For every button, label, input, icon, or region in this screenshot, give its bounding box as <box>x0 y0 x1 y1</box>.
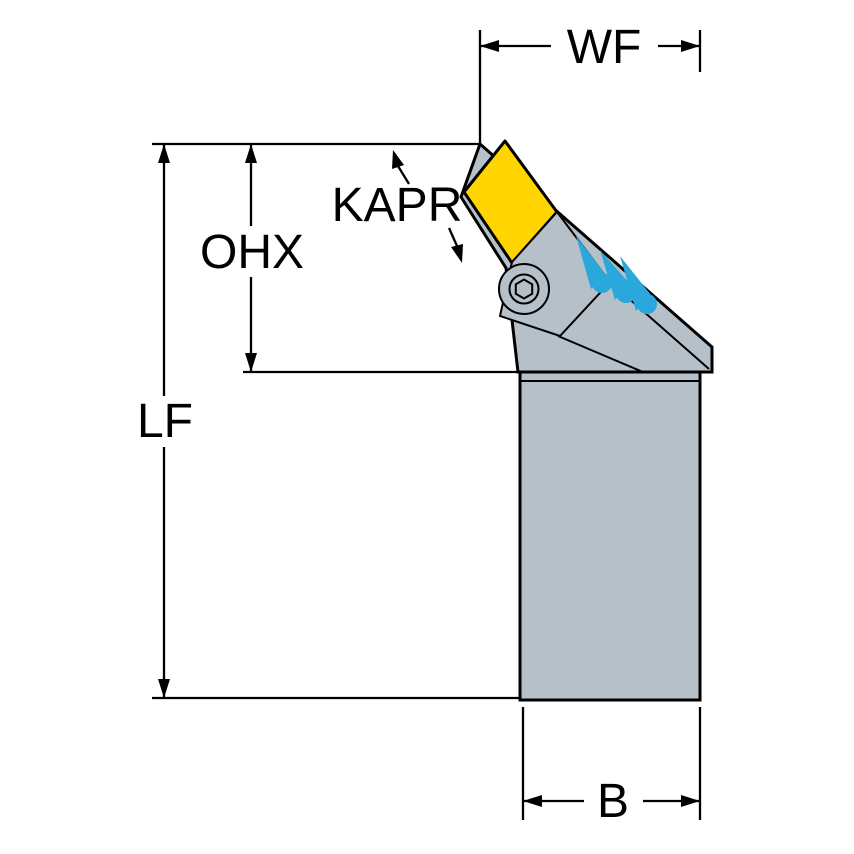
pocket-line <box>557 335 644 373</box>
wf-dimension: WF <box>478 21 702 144</box>
arrow-right-icon <box>681 795 700 807</box>
leader-line <box>397 165 410 185</box>
b-dimension: B <box>521 707 702 828</box>
lf-dimension: LF <box>137 142 520 700</box>
screw-hex-socket-icon <box>514 278 534 300</box>
tool-shank <box>518 370 702 702</box>
clamp-screw <box>498 263 550 315</box>
clamp-force-marks <box>576 236 657 314</box>
kapr-callout: KAPR <box>332 150 463 263</box>
arrow-up-icon <box>158 144 170 163</box>
arrow-left-icon <box>480 40 499 52</box>
ohx-label: OHX <box>200 226 304 279</box>
kapr-label: KAPR <box>332 179 463 232</box>
arrow-down-icon <box>451 244 463 263</box>
tool-holder <box>459 139 714 702</box>
arrow-left-icon <box>523 795 542 807</box>
leader-line <box>447 227 459 247</box>
arrow-down-icon <box>158 679 170 698</box>
arrow-up-icon <box>245 144 257 163</box>
b-label: B <box>597 775 629 828</box>
arrow-up-icon <box>392 150 404 169</box>
ohx-dimension: OHX <box>200 144 518 374</box>
wf-label: WF <box>567 21 642 74</box>
force-mark-icon <box>637 294 657 314</box>
arrow-right-icon <box>681 40 700 52</box>
force-mark-icon <box>592 273 612 293</box>
diagram-lines: WF LF OHX KAPR <box>137 21 714 828</box>
arrow-down-icon <box>245 353 257 372</box>
lf-label: LF <box>137 395 193 448</box>
clamp-screw-inner-ring <box>508 273 540 305</box>
